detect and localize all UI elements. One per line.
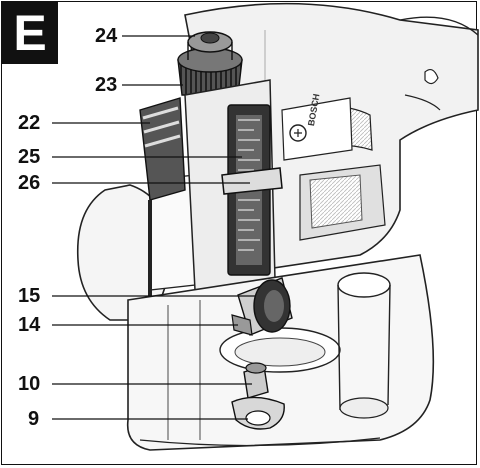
base-plate [126, 254, 435, 451]
callout-9: 9 [28, 408, 40, 430]
callout-10: 10 [18, 373, 41, 395]
callout-15: 15 [18, 285, 41, 307]
callout-25: 25 [18, 146, 41, 168]
depth-stop-slider [139, 97, 186, 300]
callout-24: 24 [95, 25, 118, 47]
callout-23: 23 [95, 74, 118, 96]
depth-indicator [221, 167, 283, 195]
callout-26: 26 [18, 172, 41, 194]
brand-badge [281, 97, 353, 161]
callout-22: 22 [18, 112, 41, 134]
callout-14: 14 [18, 314, 41, 336]
leader-lines [52, 35, 255, 420]
base-knobs [231, 362, 285, 430]
section-letter-badge: E [2, 2, 58, 64]
left-handle [76, 174, 196, 321]
fine-adjust-knob [177, 31, 243, 96]
locking-knob [231, 277, 293, 336]
